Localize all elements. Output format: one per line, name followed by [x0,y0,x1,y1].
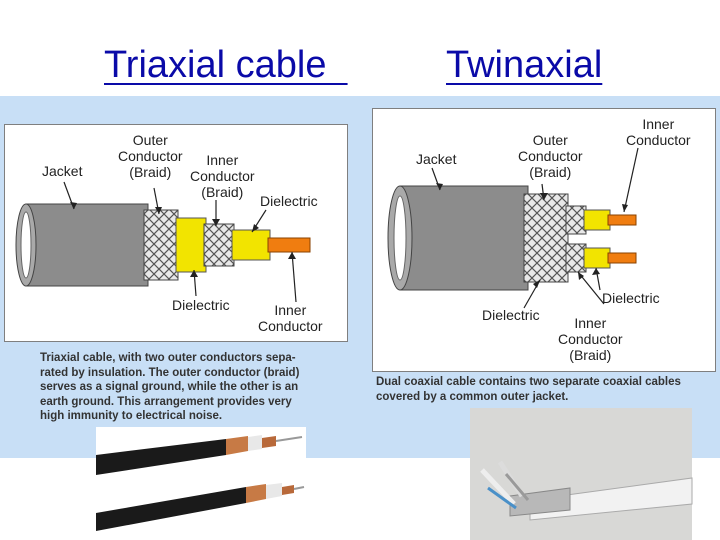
triaxial-outer-conductor-label: Outer Conductor (Braid) [118,132,183,180]
twinaxial-top-dielectric [583,209,611,231]
twinaxial-caption: Dual coaxial cable contains two separate… [376,375,681,404]
triaxial-caption-line: earth ground. This arrangement provides … [40,395,292,408]
triaxial-caption: Triaxial cable, with two outer conductor… [40,351,299,424]
triaxial-caption-line: serves as a signal ground, while the oth… [40,381,299,393]
triaxial-cable-drawing [15,181,311,303]
triaxial-jacket-label: Jacket [42,163,83,179]
triaxial-caption-line: high immunity to electrical noise. [40,410,223,422]
triaxial-dielectric-bottom-label: Dielectric [172,297,230,313]
triaxial-jacket [25,203,149,287]
triaxial-cable-photo [96,427,306,540]
twinaxial-cable-drawing [387,147,639,309]
triaxial-outer-dielectric [175,217,207,273]
triaxial-inner-conductor-braid-label: Inner Conductor (Braid) [190,152,255,200]
twinaxial-dielectric-left-label: Dielectric [482,307,540,323]
twinaxial-dielectric-right-label: Dielectric [602,290,660,306]
twinaxial-bottom-inner-braid [565,243,587,273]
twinaxial-caption-line: covered by a common outer jacket. [376,390,569,403]
twinaxial-title: Twinaxial [446,44,603,86]
triaxial-caption-line: Triaxial cable, with two outer conductor… [40,352,296,364]
twinaxial-bottom-conductor [607,252,637,264]
triaxial-dielectric-top-label: Dielectric [260,193,318,209]
twinaxial-top-inner-braid [565,205,587,235]
twinaxial-inner-conductor-label: Inner Conductor [626,116,691,148]
twinaxial-top-conductor [607,214,637,226]
triaxial-outer-braid [143,209,179,281]
twinaxial-outer-conductor-label: Outer Conductor (Braid) [518,132,583,180]
twinaxial-cable-photo [470,408,693,540]
twinaxial-outer-braid [523,193,569,283]
twinaxial-bottom-dielectric [583,247,611,269]
triaxial-inner-conductor-label: Inner Conductor [258,302,323,334]
triaxial-caption-line: rated by insulation. The outer conductor… [40,366,300,379]
twinaxial-inner-conductor-braid-label: Inner Conductor (Braid) [558,315,623,363]
triaxial-inner-braid [203,223,235,267]
triaxial-title: Triaxial cable [104,44,348,86]
triaxial-inner-dielectric [231,229,271,261]
triaxial-inner-conductor [267,237,311,253]
twinaxial-jacket [399,185,529,291]
twinaxial-caption-line: Dual coaxial cable contains two separate… [376,376,681,388]
twinaxial-jacket-label: Jacket [416,151,457,167]
